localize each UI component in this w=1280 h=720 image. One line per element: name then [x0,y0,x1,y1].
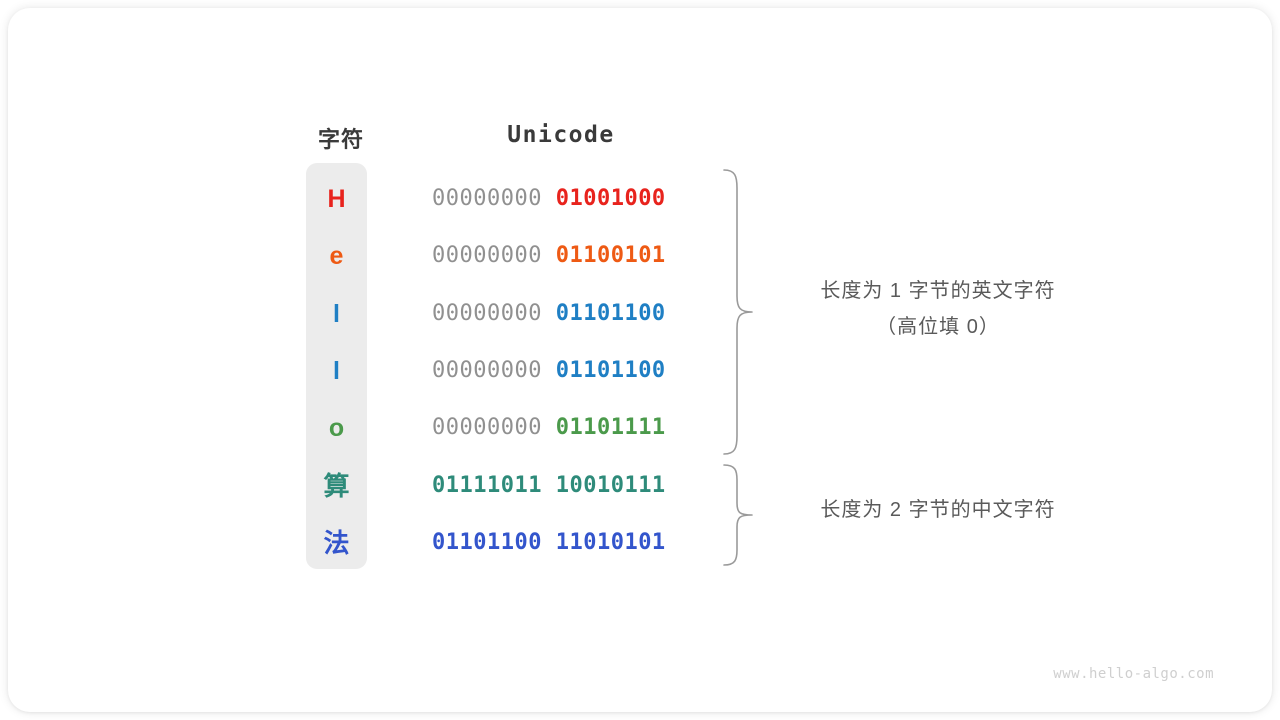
byte-separator [542,415,556,440]
byte-separator [542,243,556,268]
row-low-byte: 11010101 [555,529,666,555]
row-low-byte: 01001000 [555,186,666,211]
brace-two-byte [722,463,756,567]
note-two-byte-line1: 长度为 2 字节的中文字符 [820,499,1056,521]
encoding-row: e 00000000 01100101 [8,236,768,276]
row-character: l [333,356,340,385]
note-one-byte: 长度为 1 字节的英文字符 （高位填 0） [768,273,1108,345]
encoding-row: o 00000000 01101111 [8,408,768,448]
note-one-byte-line1: 长度为 1 字节的英文字符 [820,280,1056,302]
row-high-byte: 00000000 [432,186,542,211]
column-header-unicode: Unicode [507,122,615,148]
row-character: e [329,242,344,271]
row-unicode-bits: 00000000 01101100 [432,294,694,334]
character-column-box [306,163,367,569]
encoding-row: H 00000000 01001000 [8,179,768,219]
row-character: o [328,414,345,443]
row-high-byte: 00000000 [432,415,542,441]
row-unicode-bits: 00000000 01001000 [432,179,694,219]
row-character: 法 [323,527,350,558]
row-unicode-bits: 01101100 11010101 [432,523,694,563]
row-unicode-bits: 00000000 01101111 [432,408,694,448]
row-unicode-bits: 00000000 01101100 [432,351,694,391]
row-low-byte: 01101111 [555,415,666,441]
column-header-character: 字符 [317,127,364,152]
row-low-byte: 01101100 [555,357,666,383]
row-unicode-bits: 00000000 01100101 [432,236,694,276]
encoding-row: l 00000000 01101100 [8,351,768,391]
row-character: l [333,299,340,328]
row-low-byte: 01101100 [555,300,666,326]
row-character: 算 [323,470,350,501]
row-high-byte: 00000000 [432,243,542,269]
row-unicode-bits: 01111011 10010111 [432,466,694,506]
row-high-byte: 01101100 [432,529,542,555]
encoding-row: l 00000000 01101100 [8,294,768,334]
byte-separator [542,358,556,383]
note-two-byte: 长度为 2 字节的中文字符 [768,492,1108,528]
byte-separator [542,530,556,555]
encoding-row: 算 01111011 10010111 [8,466,768,506]
row-character: H [327,185,346,213]
figure-card: 字符 Unicode H 00000000 01001000 e 00000000 0… [8,8,1272,712]
row-low-byte: 01100101 [555,243,666,269]
row-high-byte: 00000000 [432,357,542,383]
note-one-byte-line2: （高位填 0） [876,316,1000,338]
byte-separator [542,473,556,498]
encoding-row: 法 01101100 11010101 [8,523,768,563]
brace-one-byte [722,168,756,456]
watermark: www.hello-algo.com [1053,666,1214,682]
row-high-byte: 01111011 [432,472,542,498]
row-low-byte: 10010111 [555,472,666,498]
byte-separator [542,301,556,326]
unicode-encoding-figure: 字符 Unicode H 00000000 01001000 e 00000000 0… [8,8,1272,712]
row-high-byte: 00000000 [432,300,542,326]
byte-separator [542,186,556,211]
